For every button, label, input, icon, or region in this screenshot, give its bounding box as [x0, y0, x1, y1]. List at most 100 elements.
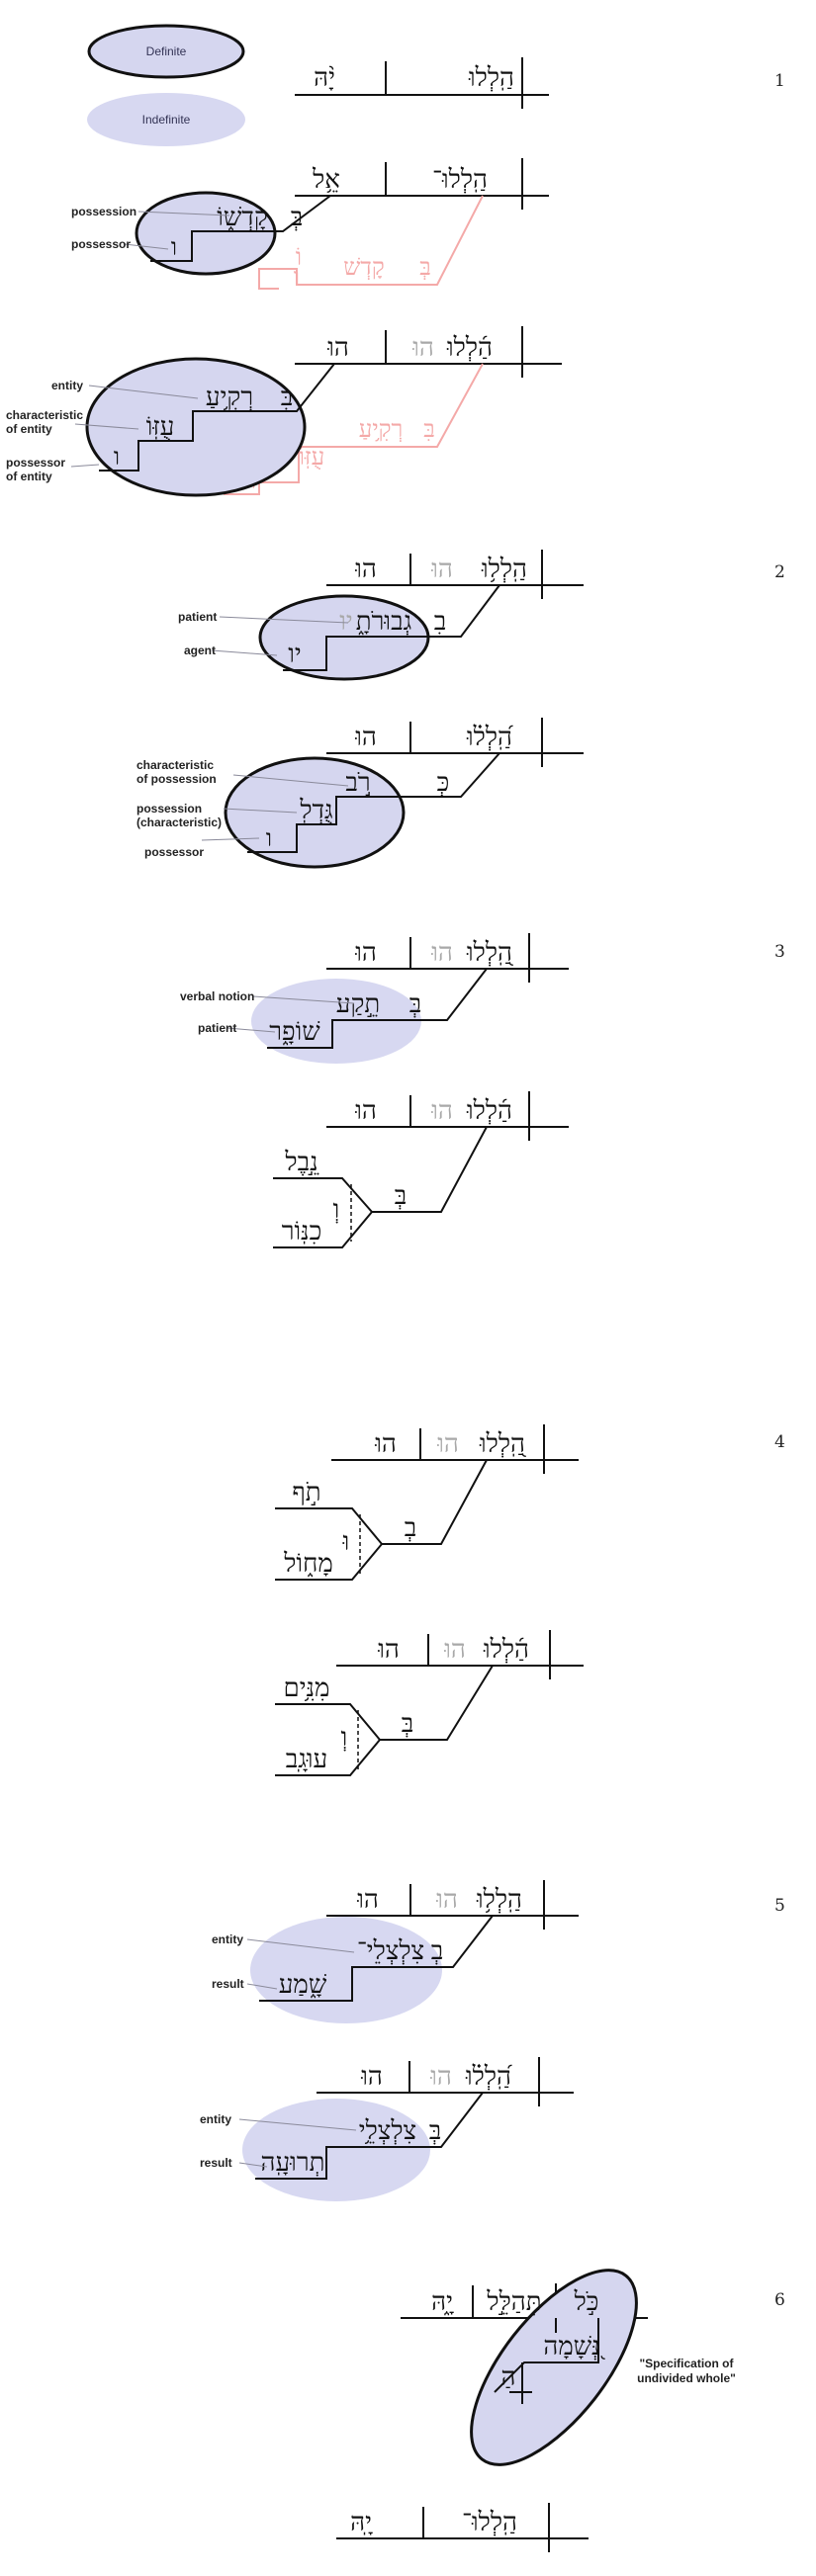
label-possession-1: possession	[136, 802, 202, 816]
diagram-12: כֹּ֣ל תְּהַלֵּ֣ל יָ֑הּ נְּ֭שָׁמָה הַ "Sp…	[401, 2269, 736, 2466]
diagram-5: הַֽ֝לְל֗וּ הוּ רֹ֣ב כְּ גֻּדְלֽ ו charac…	[136, 718, 584, 869]
ghost-suffix: וֹ	[296, 243, 302, 271]
subject: כֹּ֣ל	[574, 2287, 599, 2317]
label-characteristic-2: of entity	[6, 422, 52, 436]
noun-top: מִנִּ֥ים	[284, 1674, 330, 1703]
diagram-13: הַֽלְלוּ־ יָֽהּ	[336, 2503, 589, 2552]
verb-faint: הוּ	[430, 1096, 453, 1126]
ghost-noun: רְקִ֥יעַ	[359, 415, 404, 443]
prep: בִּ	[281, 383, 294, 412]
noun-top: נֵ֣בֶל	[284, 1148, 319, 1177]
label-characteristic-1: characteristic	[136, 758, 214, 772]
noun: רְקִ֥יעַ	[206, 383, 253, 412]
object: הוּ	[326, 333, 349, 363]
verb-faint: הוּ	[436, 1429, 459, 1459]
noun-2: שָׁ֑מַע	[279, 1970, 327, 2000]
verse-number-2: 2	[774, 562, 785, 582]
noun-bottom: כִנּֽוֹר	[282, 1217, 322, 1246]
note-line-2: undivided whole"	[637, 2371, 736, 2385]
label-possessor-2: of entity	[6, 470, 52, 483]
noun: קָדְשׁ֑וֹ	[217, 203, 267, 232]
verse-number-3: 3	[774, 942, 785, 962]
verb-main: הַ֜לְלוּ	[483, 1635, 529, 1665]
legend-definite-label: Definite	[146, 44, 187, 58]
label-possessor: possessor	[144, 845, 204, 859]
verb-faint: הוּ	[429, 2062, 452, 2092]
label-result: result	[200, 2156, 232, 2170]
diagram-10: הַֽלְל֥וּ הוּ הוּ צִלְצְלֵי־ בְ שָׁ֑מַע …	[212, 1880, 579, 2023]
noun-2: שׁוֹפָ֑ר	[269, 1017, 320, 1047]
suffix: יו	[288, 640, 301, 669]
verb-faint: הוּ	[411, 333, 434, 363]
verb: תְּהַלֵּ֣ל	[486, 2287, 541, 2317]
label-characteristic-1: characteristic	[6, 408, 83, 422]
label-result: result	[212, 1977, 244, 1991]
label-entity: entity	[51, 379, 83, 392]
conj: וּ	[342, 1527, 350, 1557]
verb-main: הַֽלְל֥וּ	[481, 555, 527, 584]
noun-bottom: מָח֑וֹל	[283, 1549, 333, 1579]
legend-definite-ellipse	[87, 24, 245, 79]
noun: צִלְצְלֵי־	[357, 1936, 424, 1966]
label-possessor-1: possessor	[6, 456, 65, 470]
verb-main: הַֽלְל֥וּ	[476, 1885, 522, 1915]
label-patient: patient	[198, 1021, 236, 1035]
object: הוּ	[360, 2062, 383, 2092]
prep: בְּ	[291, 203, 304, 232]
noun: תֵ֣קַע	[336, 989, 380, 1019]
verb-main: הַ֜לְלוּ	[446, 333, 493, 363]
diagram-2: הַֽלְלוּ־ אֵ֥ל קָדְשׁ בְּ וֹ ו קָדְשׁ֑וֹ…	[71, 158, 549, 291]
label-characteristic-2: of possession	[136, 772, 217, 786]
noun-2: גֻּדְלֽ	[299, 796, 332, 825]
label-patient: patient	[178, 610, 217, 624]
legend-indefinite-ellipse	[87, 93, 245, 146]
verb-faint: הוּ	[443, 1635, 466, 1665]
object: הוּ	[374, 1429, 397, 1459]
noun-top: תֹ֣ף	[292, 1478, 320, 1507]
verb-main: הַ֜לְלוּ	[466, 1096, 512, 1126]
suffix: ו	[171, 233, 177, 261]
prep: בְּ	[429, 2116, 442, 2146]
legend: Definite Indefinite	[87, 24, 245, 146]
diagram-11: הַֽ֝לְל֗וּ הוּ הוּ צִלְצְלֵ֥י בְּ תְרוּע…	[200, 2057, 574, 2201]
legend-indefinite-label: Indefinite	[142, 113, 191, 127]
label-possession-2: (characteristic)	[136, 816, 222, 829]
conj: וְ	[333, 1195, 340, 1225]
noun-faint: יו	[339, 607, 352, 637]
verb-faint: הוּ	[430, 938, 453, 968]
label-possession: possession	[71, 205, 136, 218]
object: הוּ	[354, 723, 377, 752]
diagram-6: הַֽ֭לְלוּ הוּ הוּ תֵ֣קַע בְּ שׁוֹפָ֑ר ve…	[180, 933, 569, 1064]
label-agent: agent	[184, 644, 216, 657]
prep: בְ	[431, 1936, 444, 1966]
object: יָ֨הּ	[314, 63, 335, 93]
indefinite-ellipse	[250, 1917, 442, 2023]
diagram-9: הַ֜לְלוּ הוּ הוּ בְּ וְ מִנִּ֥ים עוּגָֽב	[275, 1630, 584, 1776]
noun: צִלְצְלֵ֥י	[359, 2116, 416, 2146]
object: יָ֑הּ	[431, 2287, 455, 2317]
verb-faint: הוּ	[430, 555, 453, 584]
diagram-1: הַֽלְלוּ יָ֨הּ	[295, 57, 549, 109]
prep: בִ	[434, 607, 447, 637]
ghost-prep: בִּ	[423, 415, 435, 443]
label-possessor: possessor	[71, 237, 131, 251]
label-entity: entity	[200, 2112, 231, 2126]
verse-number-6: 6	[774, 2290, 785, 2310]
label-entity: entity	[212, 1932, 243, 1946]
conj: וְ	[341, 1723, 348, 1753]
suffix: ו	[114, 443, 120, 471]
prep: בְ	[405, 1513, 417, 1543]
diagram-4: הַֽלְל֥וּ הוּ הוּ גְבוּרֹתָ֑ יו בִ יו pa…	[178, 550, 584, 681]
definite-ellipse	[85, 357, 307, 497]
ghost-noun-2: עֻזּֽוֹ	[299, 443, 324, 471]
noun: נְּ֭שָׁמָה	[543, 2332, 605, 2361]
object: הוּ	[354, 555, 377, 584]
ghost-noun: קָדְשׁ	[343, 253, 384, 281]
object: יָֽהּ	[350, 2508, 374, 2537]
prep: בְּ	[409, 989, 422, 1019]
object: אֵ֥ל	[312, 165, 340, 195]
noun-2: עֻזּֽוֹ	[146, 412, 175, 442]
definite-ellipse	[470, 2269, 638, 2466]
object: הוּ	[354, 938, 377, 968]
